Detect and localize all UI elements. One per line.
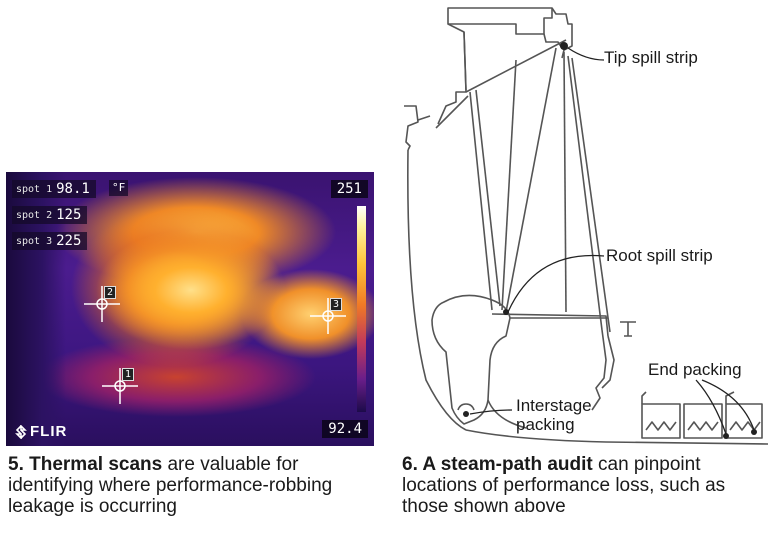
spot-2-label: spot 2 — [16, 209, 53, 221]
spot-marker-2: 2 — [82, 284, 122, 324]
thermal-image: spot 1 98.1 °F spot 2 125 spot 3 225 251… — [6, 172, 374, 446]
spot-3-value: 225 — [56, 233, 82, 249]
figure-5-caption-body: are valuable for identifying where perfo… — [8, 454, 333, 517]
spot-1-readout: spot 1 98.1 — [12, 180, 96, 198]
spot-2-readout: spot 2 125 — [12, 206, 88, 224]
spot-1-label: spot 1 — [16, 183, 53, 195]
spot-3-label: spot 3 — [16, 235, 53, 247]
crosshair-icon — [84, 286, 120, 322]
spot-marker-1: 1 — [100, 366, 140, 406]
figure-5-caption-lead: 5. Thermal scans — [8, 454, 163, 475]
scale-max-value: 251 — [330, 180, 368, 198]
spot-3-readout: spot 3 225 — [12, 232, 88, 250]
temperature-unit: °F — [109, 180, 129, 196]
scale-min-value: 92.4 — [322, 420, 368, 438]
spot-marker-3-label: 3 — [330, 298, 343, 311]
steam-path-diagram — [404, 7, 768, 445]
spot-marker-1-label: 1 — [122, 368, 135, 381]
spot-marker-3: 3 — [308, 296, 348, 336]
interstage-packing-label: Interstage packing — [516, 396, 592, 434]
crosshair-icon — [102, 368, 138, 404]
figure-6-caption-lead: 6. A steam-path audit — [402, 454, 593, 475]
flir-logo: FLIR — [14, 423, 67, 440]
tip-spill-strip-label: Tip spill strip — [604, 48, 698, 67]
crosshair-icon — [310, 298, 346, 334]
spot-1-value: 98.1 — [56, 181, 90, 197]
temperature-scale-bar — [357, 206, 366, 412]
figure-6-caption: 6. A steam-path audit can pinpoint locat… — [402, 454, 764, 517]
spot-marker-2-label: 2 — [104, 286, 117, 299]
root-spill-strip-label: Root spill strip — [606, 246, 713, 265]
flir-logo-icon — [15, 424, 27, 439]
interstage-packing-label-line-2: packing — [516, 415, 575, 434]
end-packing-label: End packing — [648, 360, 742, 379]
flir-logo-text: FLIR — [30, 423, 68, 440]
spot-2-value: 125 — [56, 207, 82, 223]
figure-6-caption-body: can pinpoint locations of performance lo… — [402, 454, 726, 517]
interstage-packing-label-line-1: Interstage — [516, 396, 592, 415]
figure-5-caption: 5. Thermal scans are valuable for identi… — [8, 454, 378, 517]
